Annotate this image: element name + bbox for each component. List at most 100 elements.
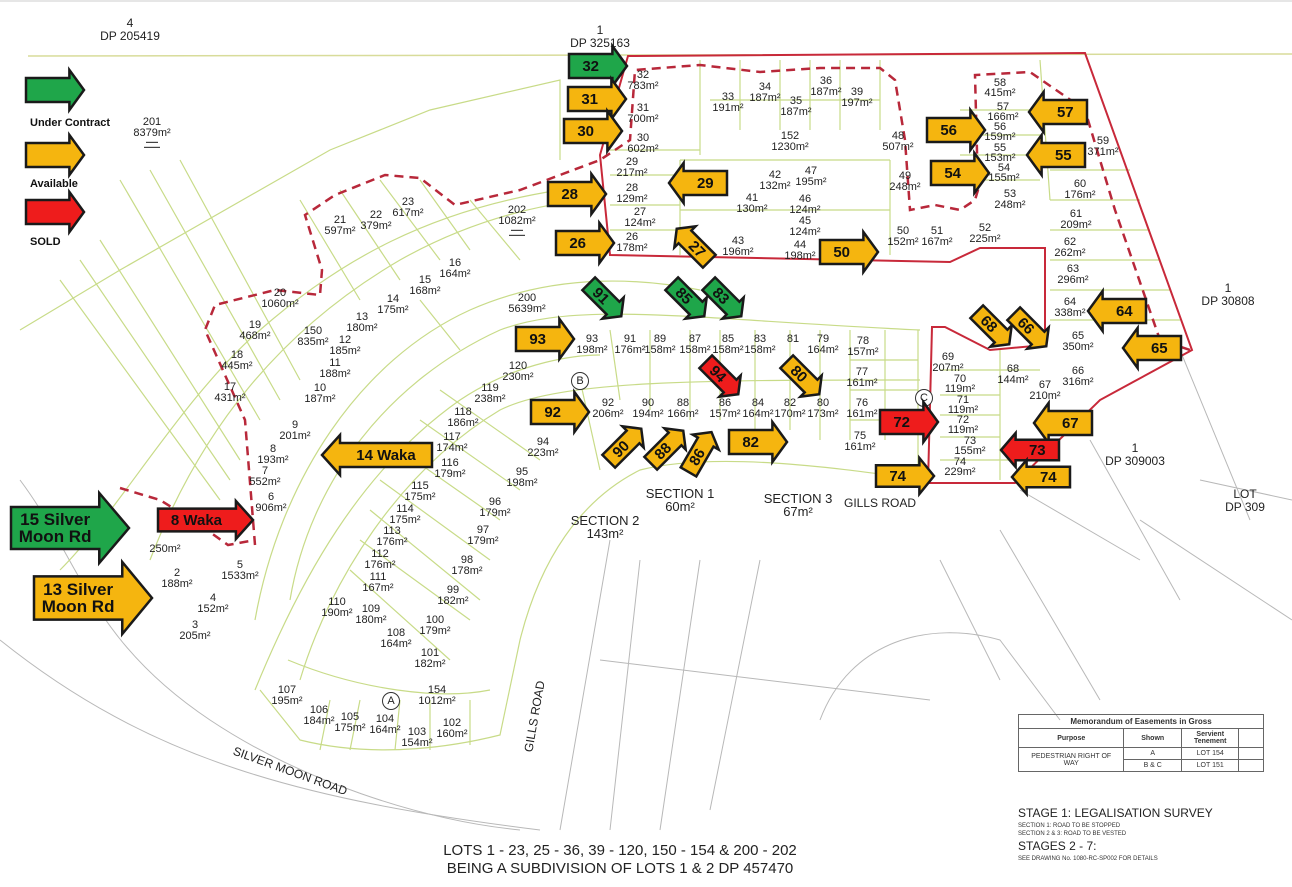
arrow-label: 32: [582, 57, 600, 75]
lot-number: 33: [721, 91, 735, 103]
lot-arrow-available[interactable]: 13 Silver Moon Rd: [32, 558, 154, 638]
lot-arrow-available[interactable]: 56: [925, 106, 987, 154]
lot-number: 102: [442, 717, 462, 729]
lot-number: 30: [636, 132, 650, 144]
lot-arrow-available[interactable]: 82: [727, 418, 789, 466]
lot-arrow-available[interactable]: 50: [818, 228, 880, 276]
arrow-label: 56: [940, 121, 958, 139]
lot-arrow-sold[interactable]: 94: [695, 351, 749, 405]
lot-arrow-available[interactable]: 14 Waka: [320, 431, 434, 479]
lot-number: 108: [386, 627, 406, 639]
arrow-label: 50: [833, 243, 851, 261]
lot-arrow-available[interactable]: 92: [529, 388, 591, 436]
lot-arrow-under-contract[interactable]: 15 Silver Moon Rd: [9, 489, 131, 567]
lot-number: 94: [536, 436, 550, 448]
lot-arrow-under-contract[interactable]: 91: [578, 273, 632, 327]
lot-arrow-available[interactable]: 54: [929, 149, 991, 197]
lot-number: 45: [798, 215, 812, 227]
memorandum-title: Memorandum of Easements in Gross: [1018, 714, 1264, 729]
lot-arrow-available[interactable]: 74: [874, 454, 936, 498]
arrow-shape: [1010, 456, 1072, 498]
lot-arrow-available[interactable]: 26: [554, 219, 616, 267]
lot-arrow-under-contract[interactable]: 83: [698, 273, 752, 327]
lot-arrow-available[interactable]: 90: [598, 418, 652, 472]
lot-arrow-available[interactable]: 68: [966, 301, 1020, 355]
lot-arrow-available[interactable]: 27: [666, 218, 720, 272]
lot-number: 53: [1003, 188, 1017, 200]
lot-arrow-sold[interactable]: 72: [878, 398, 940, 446]
lot-area: 1533m²: [221, 570, 259, 582]
lot-area: 124m²: [789, 204, 821, 216]
lot-number: 39: [850, 86, 864, 98]
lot-area: 617m²: [392, 207, 424, 219]
lot-number: 116: [441, 457, 459, 469]
lot-number: 29: [625, 156, 639, 168]
lot-arrow-sold[interactable]: 73: [999, 429, 1061, 471]
lot-arrow-available[interactable]: 64: [1086, 287, 1148, 335]
lot-arrow-available[interactable]: 65: [1121, 324, 1183, 372]
lot-area: 8379m²: [133, 127, 171, 139]
lot-arrow-available[interactable]: 80: [776, 351, 830, 405]
lot-area: 155m²: [954, 445, 986, 457]
section-1-area: 60m²: [665, 499, 695, 514]
lot-arrow-available[interactable]: 31: [566, 75, 628, 123]
arrow-shape: [529, 388, 591, 436]
lot-area: 262m²: [1054, 247, 1086, 259]
arrow-label: 8 Waka: [170, 511, 223, 529]
lot-area: 229m²: [944, 466, 976, 478]
legend-under-contract-arrow-icon[interactable]: [24, 66, 86, 114]
lot-area: 119m²: [947, 404, 979, 416]
section-3-area: 67m²: [783, 504, 813, 519]
lot-arrow-available[interactable]: 67: [1032, 399, 1094, 447]
lot-arrow-sold[interactable]: 8 Waka: [156, 497, 255, 543]
lot-arrow-available[interactable]: 29: [667, 159, 729, 207]
lot-arrow-available[interactable]: 28: [546, 170, 608, 218]
empty-cell: [1238, 747, 1264, 760]
arrow-shape: [1005, 305, 1051, 351]
lot-area: 175m²: [334, 722, 366, 734]
lot-arrow-available[interactable]: 86: [676, 425, 725, 480]
arrow-shape: [32, 558, 154, 638]
legend-available-arrow-icon[interactable]: [24, 131, 86, 179]
lot-area: 468m²: [239, 330, 271, 342]
lot-arrow-under-contract[interactable]: 85: [661, 273, 715, 327]
shown-cell: B & C: [1123, 759, 1182, 772]
lot-area: 164m²: [380, 638, 412, 650]
lot-arrow-available[interactable]: 30: [562, 107, 624, 155]
lot-arrow-available[interactable]: 57: [1027, 88, 1089, 136]
lot-area: 187m²: [780, 106, 812, 118]
arrow-label: 15 Silver Moon Rd: [18, 510, 92, 546]
lot-arrow-under-contract[interactable]: 32: [567, 42, 629, 90]
lot-number: 84: [751, 397, 765, 409]
legend-sold-arrow-icon[interactable]: [24, 188, 86, 236]
lot-arrow-available[interactable]: 93: [514, 315, 576, 363]
lot-area: 188m²: [319, 368, 351, 380]
section-2-name: SECTION 2: [570, 513, 640, 528]
lot-area: 159m²: [984, 131, 1016, 143]
lot-arrow-available[interactable]: 66: [1003, 303, 1057, 357]
lot-arrow-available[interactable]: 88: [640, 420, 694, 474]
lot-area: 371m²: [1087, 146, 1119, 158]
lot-arrow-available[interactable]: 55: [1025, 131, 1087, 179]
lot-arrow-available[interactable]: 74: [1010, 456, 1072, 498]
